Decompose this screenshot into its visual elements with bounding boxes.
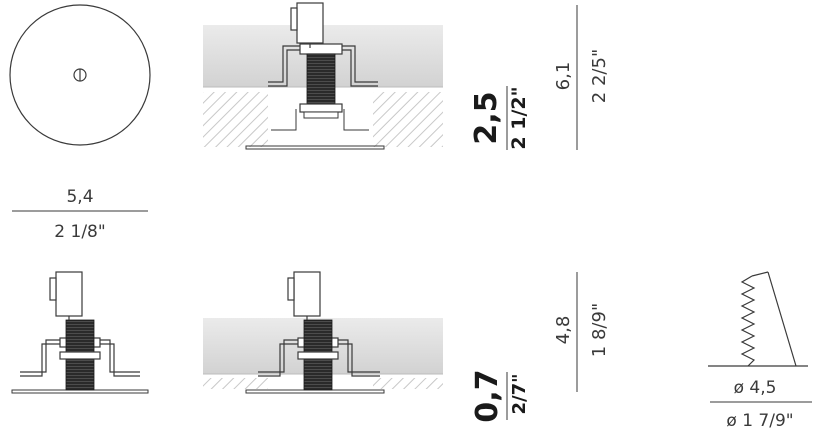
- diameter-cm: 5,4: [66, 187, 93, 207]
- diameter-dimension: 5,4 2 1/8": [12, 187, 148, 242]
- depth-bottom-cm: 0,7: [470, 369, 505, 422]
- depth-top-dimension: 2,5 2 1/2": [469, 86, 530, 150]
- section-thin-ceiling: [203, 271, 443, 394]
- height-bottom-cm: 4,8: [553, 316, 574, 345]
- depth-bottom-in: 2/7": [509, 373, 530, 414]
- depth-top-cm: 2,5: [469, 91, 504, 144]
- height-bottom-in: 1 8/9": [589, 303, 610, 357]
- cutout-dimension: ø 4,5 ø 1 7/9": [710, 378, 812, 431]
- diameter-in: 2 1/8": [54, 222, 105, 242]
- plan-view: [9, 4, 151, 146]
- height-top-cm: 6,1: [553, 62, 574, 91]
- cutout-in: ø 1 7/9": [726, 411, 793, 431]
- height-bottom-dimension: 4,8 1 8/9": [553, 272, 610, 392]
- cutout-cm: ø 4,5: [734, 378, 777, 398]
- cutout-diagram: [708, 271, 808, 367]
- height-top-dimension: 6,1 2 2/5": [553, 5, 610, 150]
- fixture-side-view: [11, 271, 149, 394]
- depth-top-in: 2 1/2": [508, 86, 530, 149]
- depth-bottom-dimension: 0,7 2/7": [470, 369, 530, 422]
- height-top-in: 2 2/5": [589, 49, 610, 103]
- section-deep-ceiling: [203, 2, 443, 150]
